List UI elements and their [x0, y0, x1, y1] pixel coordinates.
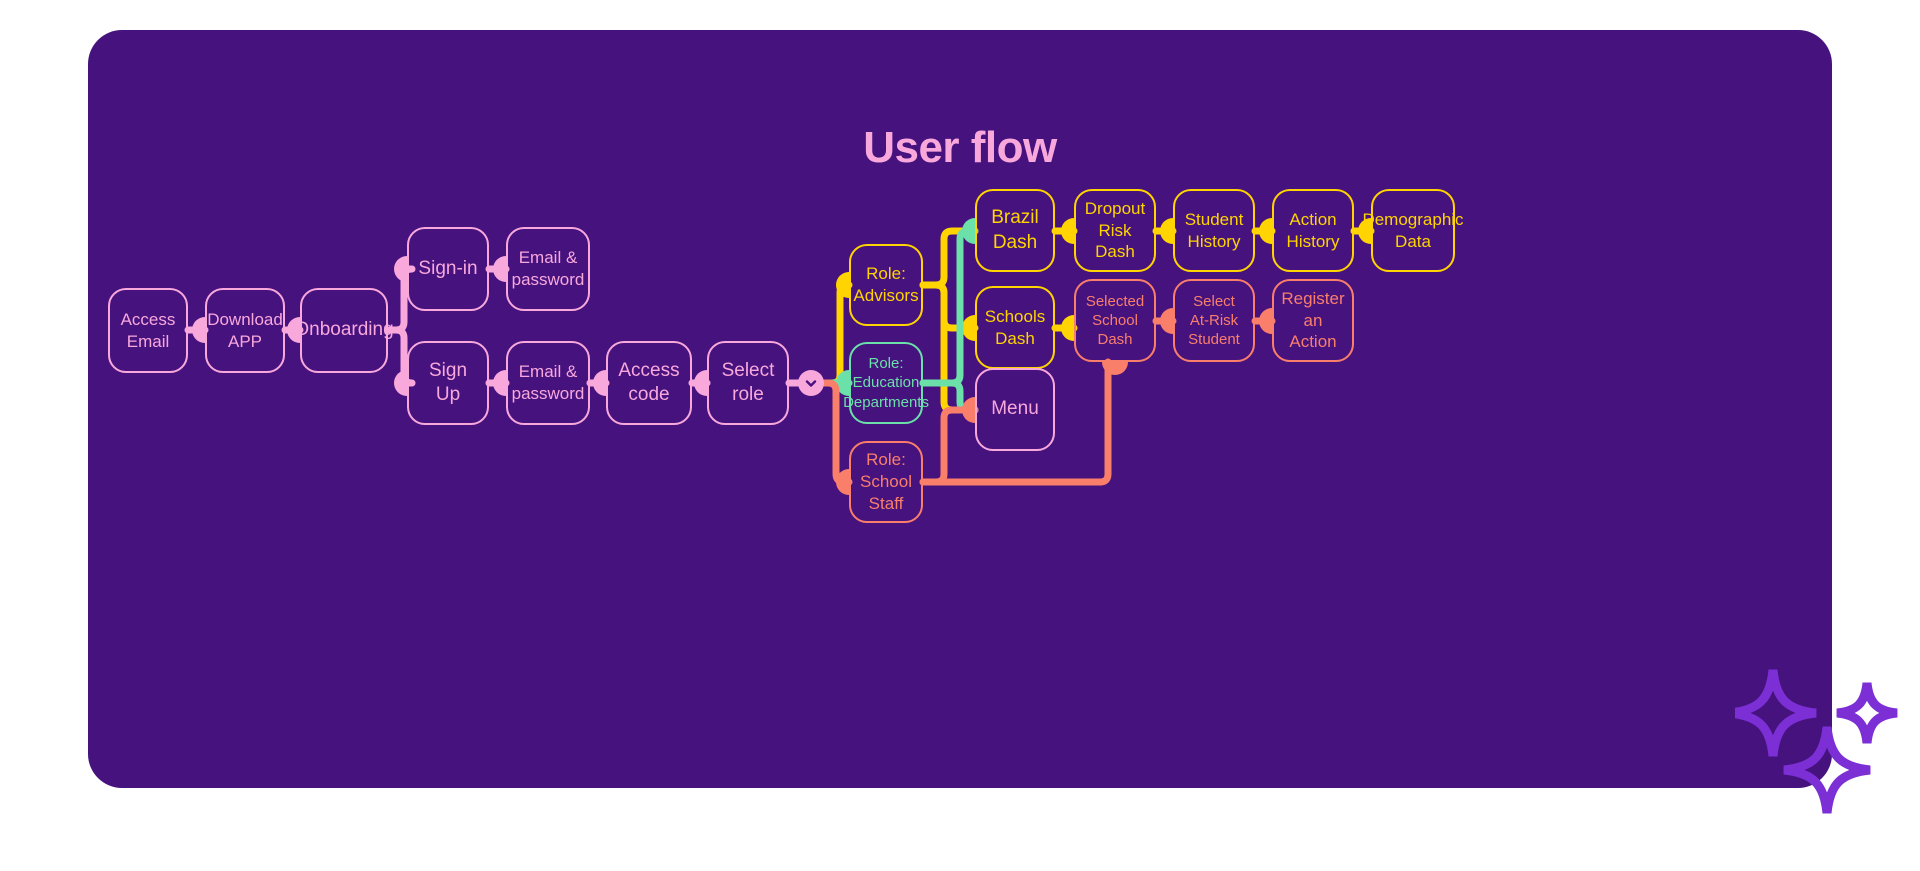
- flow-node-label: Onboarding: [294, 319, 394, 341]
- flow-node-access-email[interactable]: Access Email: [108, 288, 188, 373]
- flow-node-label: Role: School Staff: [860, 450, 912, 513]
- flow-node-label: Select At-Risk Student: [1188, 292, 1240, 349]
- flow-node-schools-dash[interactable]: Schools Dash: [975, 286, 1055, 369]
- flow-node-selected-school-dash[interactable]: Selected School Dash: [1074, 279, 1156, 362]
- flow-node-select-role[interactable]: Select role: [707, 341, 789, 425]
- flow-node-menu[interactable]: Menu: [975, 368, 1055, 451]
- userflow-card: User flow: [88, 30, 1832, 788]
- flow-node-label: Dropout Risk Dash: [1084, 198, 1146, 262]
- flow-node-label: Access code: [618, 359, 680, 405]
- flow-node-email-password-1[interactable]: Email & password: [506, 227, 590, 311]
- flow-node-label: Brazil Dash: [991, 207, 1039, 253]
- flow-node-dropout-risk-dash[interactable]: Dropout Risk Dash: [1074, 189, 1156, 272]
- flow-node-student-history[interactable]: Student History: [1173, 189, 1255, 272]
- flow-node-label: Student History: [1184, 209, 1244, 251]
- flow-node-access-code[interactable]: Access code: [606, 341, 692, 425]
- flow-node-role-school-staff[interactable]: Role: School Staff: [849, 441, 923, 523]
- sparkle-decoration: [1735, 669, 1898, 814]
- flow-node-label: Schools Dash: [984, 306, 1046, 348]
- flow-node-brazil-dash[interactable]: Brazil Dash: [975, 189, 1055, 272]
- flow-node-label: Role: Advisors: [853, 264, 919, 305]
- flow-node-role-advisors[interactable]: Role: Advisors: [849, 244, 923, 326]
- flow-node-label: Action History: [1286, 209, 1340, 251]
- flow-node-label: Menu: [991, 398, 1039, 420]
- flow-node-label: Sign Up: [428, 359, 468, 405]
- flow-node-role-education-dept[interactable]: Role: Education Departments: [843, 342, 929, 424]
- flow-node-sign-in[interactable]: Sign-in: [407, 227, 489, 311]
- flow-node-label: Sign-in: [418, 257, 478, 279]
- flow-node-label: Email & password: [511, 248, 585, 289]
- flow-node-label: Selected School Dash: [1085, 292, 1145, 349]
- flow-node-demographic-data[interactable]: Demographic Data: [1362, 189, 1464, 272]
- flow-node-label: Select role: [721, 359, 775, 405]
- flow-node-download-app[interactable]: Download APP: [205, 288, 285, 373]
- flow-node-label: Email & password: [511, 362, 585, 403]
- sparkle-icon: [1735, 669, 1898, 814]
- flow-node-label: Download APP: [207, 309, 283, 351]
- page-title: User flow: [863, 123, 1057, 172]
- flow-node-sign-up[interactable]: Sign Up: [407, 341, 489, 425]
- flow-node-label: Access Email: [120, 309, 176, 351]
- flow-node-select-at-risk[interactable]: Select At-Risk Student: [1173, 279, 1255, 362]
- flow-node-label: Register an Action: [1281, 288, 1345, 352]
- flow-node-register-action[interactable]: Register an Action: [1272, 279, 1354, 362]
- chevron-down-icon[interactable]: [798, 370, 824, 396]
- flow-node-label: Demographic Data: [1362, 209, 1464, 251]
- flow-node-onboarding[interactable]: Onboarding: [294, 288, 394, 373]
- flow-node-label: Role: Education Departments: [843, 355, 929, 411]
- flow-node-action-history[interactable]: Action History: [1272, 189, 1354, 272]
- flow-node-email-password-2[interactable]: Email & password: [506, 341, 590, 425]
